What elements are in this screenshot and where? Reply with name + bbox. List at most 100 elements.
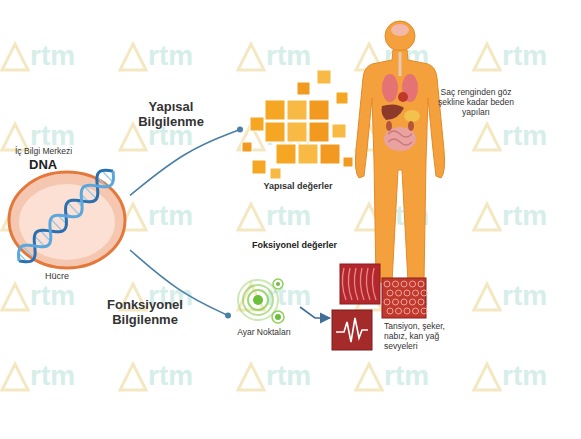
watermark-text: rtm <box>266 40 346 72</box>
watermark-text: rtm <box>148 360 228 392</box>
trachea-organ <box>399 52 402 76</box>
tissue-square <box>382 278 426 318</box>
watermark-text: rtm <box>384 360 464 392</box>
structure-cube <box>287 100 307 120</box>
kidney-organ <box>386 121 392 131</box>
watermark-logo <box>474 124 500 150</box>
watermark-text: rtm <box>266 200 346 232</box>
pulse-wave <box>336 318 368 342</box>
watermark-text: rtm <box>266 360 346 392</box>
dna-strand <box>19 170 113 261</box>
tissue-cell <box>401 299 407 305</box>
tissue-cell <box>404 290 410 296</box>
watermark-text: rtm <box>502 200 581 232</box>
functional-values: Tansiyon, şeker, nabız, kan yağ sevyeler… <box>330 262 460 362</box>
watermark-logo <box>120 364 146 390</box>
dna-rung <box>102 171 113 183</box>
node-shape <box>240 62 350 197</box>
tissue-cell <box>384 281 390 287</box>
tissue-cell <box>410 281 416 287</box>
tissue-square <box>332 310 372 350</box>
structure-cube <box>320 144 340 164</box>
watermark-text: rtm <box>502 360 581 392</box>
tissue-fiber <box>354 268 358 300</box>
tissue-cell <box>413 308 419 314</box>
stomach-organ <box>404 110 420 122</box>
watermark-text: rtm <box>502 280 581 312</box>
tissue-cell <box>418 299 424 305</box>
watermark-logo <box>474 364 500 390</box>
watermark-logo <box>474 284 500 310</box>
structure-cube <box>265 122 285 142</box>
setpoint-ring <box>248 290 268 310</box>
intestine-detail <box>388 131 412 145</box>
heart-organ <box>398 92 408 102</box>
tissue-cell <box>413 290 419 296</box>
dna-rung <box>84 186 96 199</box>
structure-cube <box>336 92 348 104</box>
dna-strand <box>19 171 114 261</box>
dna-rung <box>51 219 63 231</box>
connector-dot <box>237 127 243 133</box>
connector-dot <box>225 312 231 318</box>
tissue-fiber <box>372 268 376 300</box>
tissue-fiber <box>348 268 352 300</box>
dna-rung <box>67 202 79 215</box>
liver-organ <box>382 104 405 120</box>
edge-label: Yapısal Bilgilenme <box>126 100 216 130</box>
watermark-logo <box>2 44 28 70</box>
watermark-text: rtm <box>148 200 228 232</box>
cell-node: İç Bilgi MerkeziDNA Hücre <box>5 145 130 285</box>
dna-label: DNA <box>29 158 79 173</box>
structure-cube <box>343 157 353 167</box>
tissue-cell <box>410 299 416 305</box>
dna-rung <box>22 246 34 258</box>
watermark-logo <box>474 204 500 230</box>
structure-cube <box>252 160 266 174</box>
structure-cube <box>265 100 285 120</box>
setpoint-ring <box>272 311 284 323</box>
watermark-text: rtm <box>30 360 110 392</box>
structure-cube <box>317 70 331 84</box>
watermark-text: rtm <box>148 40 228 72</box>
tissue-cell <box>387 308 393 314</box>
body-note: Saç renginden göz şekline kadar beden ya… <box>436 88 516 117</box>
tissue-fiber <box>342 268 346 300</box>
watermark-logo <box>238 204 264 230</box>
tissue-cell <box>393 281 399 287</box>
body-silhouette <box>355 50 444 282</box>
structural-values: Yapısal değerler <box>240 62 350 197</box>
watermark-logo <box>238 44 264 70</box>
watermark-text: rtm <box>30 280 110 312</box>
cell-label: Hücre <box>45 271 100 281</box>
group-caption: Yapısal değerler <box>248 181 348 191</box>
watermark-text: rtm <box>502 40 581 72</box>
watermark-logo <box>2 284 28 310</box>
tissue-fiber <box>366 268 370 300</box>
structure-cube <box>298 144 318 164</box>
structure-cube <box>309 122 329 142</box>
structure-cube <box>297 82 310 95</box>
tissue-cell <box>393 299 399 305</box>
lung-organ <box>382 74 398 102</box>
setpoint-dot <box>275 314 281 320</box>
structure-cube <box>276 144 296 164</box>
structure-cube <box>332 124 346 138</box>
watermark-logo <box>238 364 264 390</box>
human-body <box>355 21 444 282</box>
kidney-organ <box>408 121 414 131</box>
cell-caption: İç Bilgi Merkezi <box>15 147 105 157</box>
structure-cube <box>242 142 252 152</box>
body-head <box>385 21 415 51</box>
watermark-logo <box>2 364 28 390</box>
tissue-cell <box>401 281 407 287</box>
watermark-logo <box>356 364 382 390</box>
tissue-cell <box>396 290 402 296</box>
structure-cube <box>250 117 264 131</box>
structure-cube <box>287 122 307 142</box>
tissue-fiber <box>360 268 364 300</box>
tissue-cell <box>421 308 427 314</box>
watermark-text: rtm <box>502 120 581 152</box>
